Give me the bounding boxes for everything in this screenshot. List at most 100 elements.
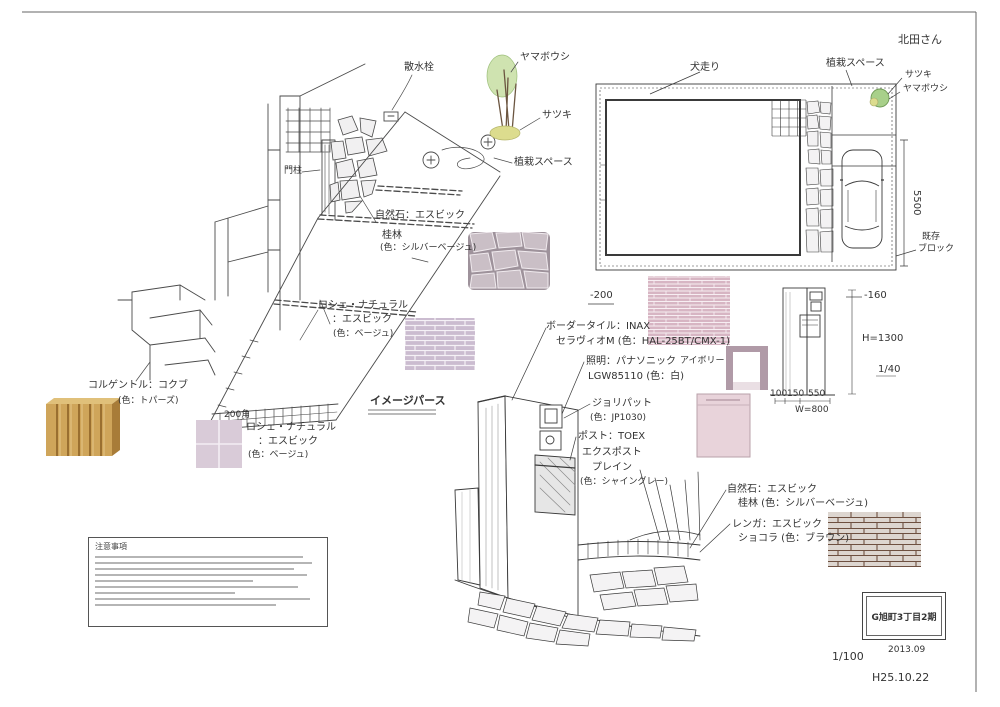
perspective-sketch bbox=[117, 54, 541, 431]
perspective-leaders bbox=[135, 61, 541, 429]
elevation-light bbox=[809, 291, 823, 301]
plaster-label-2: (色：JP1030) bbox=[590, 413, 647, 423]
plan-planting-space-label: 植栽スペース bbox=[826, 58, 885, 69]
border-tile-sample-image bbox=[648, 276, 730, 345]
existing-block-label-1: 既存 bbox=[922, 232, 941, 242]
natural-stone-label-3: (色：シルバーベージュ) bbox=[380, 243, 477, 253]
tree-label: ヤマボウシ bbox=[520, 52, 570, 63]
plan-shrub-label: サツキ bbox=[905, 70, 933, 80]
shrub-label: サツキ bbox=[542, 110, 572, 121]
level-left-label: -200 bbox=[590, 290, 613, 301]
low-wall-left bbox=[454, 487, 481, 586]
lighting-label-1: 照明：パナソニック bbox=[586, 356, 676, 367]
brick-label-1: レンガ：エスビック bbox=[732, 519, 822, 530]
note-line bbox=[95, 598, 310, 600]
site-plan bbox=[588, 69, 917, 305]
border-tile-label-3: アイボリー bbox=[680, 356, 725, 366]
walkway bbox=[205, 111, 501, 431]
drawing-scale: 1/100 bbox=[832, 650, 864, 663]
sheet-frame bbox=[22, 11, 977, 692]
block-label-2: (色：トパーズ) bbox=[118, 396, 179, 406]
post-label-3: プレイン bbox=[592, 462, 632, 473]
note-line bbox=[95, 586, 299, 588]
gate-perspective bbox=[454, 327, 731, 647]
planting-space-label: 植栽スペース bbox=[514, 157, 573, 168]
tree-sketch bbox=[486, 54, 521, 141]
note-line bbox=[95, 568, 294, 570]
gate-elevation bbox=[770, 287, 896, 404]
brick-label-2: ショコラ (色：ブラウン) bbox=[738, 533, 849, 544]
drawing-date: 2013.09 bbox=[888, 645, 926, 655]
note-line bbox=[95, 556, 303, 558]
house-outline bbox=[605, 99, 801, 256]
stone-paving bbox=[329, 115, 388, 214]
planting-area bbox=[422, 134, 496, 170]
notes-heading: 注意事項 bbox=[95, 542, 127, 551]
roche-label-1: ロシェ・ナチュラル bbox=[318, 300, 408, 311]
lighting-label-2: LGW85110 (色：白) bbox=[588, 371, 685, 382]
post-label-1: ポスト：TOEX bbox=[578, 431, 646, 442]
note-line bbox=[95, 562, 312, 564]
mailbox-sample-image bbox=[696, 393, 751, 458]
lot-boundary bbox=[595, 83, 897, 271]
elevation-scale-label: 1/40 bbox=[878, 364, 901, 375]
note-line bbox=[95, 580, 254, 582]
sprinkler-box bbox=[383, 111, 399, 122]
post-label-2: エクスポスト bbox=[582, 447, 642, 458]
elevation-mailbox bbox=[799, 314, 821, 338]
note-line bbox=[95, 574, 308, 576]
image-perspective-caption-rule bbox=[368, 409, 436, 415]
block-label-1: コルゲントル：コクブ bbox=[88, 380, 188, 391]
plaster-label-1: ジョリパット bbox=[592, 398, 652, 409]
post-label-4: (色：シャイングレー) bbox=[580, 477, 669, 487]
elevation-height-label: H=1300 bbox=[862, 333, 904, 344]
border-tile-label-1: ボーダータイル：INAX bbox=[546, 321, 651, 332]
note-line bbox=[95, 604, 276, 606]
tile-label-2: ロシェ・ナチュラル bbox=[246, 422, 336, 433]
plan-tree-label: ヤマボウシ bbox=[903, 84, 949, 94]
light-fixture-sample-image bbox=[726, 346, 768, 390]
sprinkler-label: 散水栓 bbox=[404, 62, 434, 73]
plan-tile-grid bbox=[771, 99, 807, 137]
elevation-nameplate bbox=[810, 301, 822, 312]
revision-date: H25.10.22 bbox=[872, 671, 930, 684]
client-name: 北田さん bbox=[898, 33, 942, 46]
roche-label-2: ：エスビック bbox=[332, 314, 392, 325]
notes-box: 注意事項 bbox=[88, 537, 328, 627]
level-right-label: -160 bbox=[864, 290, 887, 301]
tile-label-1: 200角 bbox=[224, 410, 251, 420]
corrugated-block-sample-image bbox=[46, 398, 120, 456]
plan-dimension-line bbox=[900, 139, 908, 267]
elevation-dim-1: 100 bbox=[770, 389, 788, 399]
natural-stone-label-2: 桂林 bbox=[382, 230, 402, 241]
gate-post-sketch bbox=[321, 139, 336, 221]
border-tile-label-2: セラヴィオM (色：HAL-25BT/CMX-1) bbox=[556, 336, 730, 347]
gate-leaders bbox=[511, 327, 731, 553]
note-line bbox=[95, 592, 236, 594]
shrub-sketch bbox=[629, 469, 701, 541]
roche-brick-sample-image bbox=[405, 318, 475, 370]
gate-stone-label-1: 自然石：エスビック bbox=[727, 484, 817, 495]
gate-post-label: 門柱 bbox=[284, 166, 303, 176]
natural-stone-label-1: 自然石：エスビック bbox=[375, 210, 465, 221]
stone-sample-image bbox=[468, 232, 550, 290]
elevation-dim-2: 150 bbox=[787, 389, 805, 399]
tile-200-sample-image bbox=[196, 420, 242, 468]
gate-stone-label-2: 桂林 (色：シルバーベージュ) bbox=[738, 498, 869, 509]
plan-path-label: 犬走り bbox=[690, 62, 720, 73]
project-name: G旭町3丁目2期 bbox=[871, 612, 937, 623]
building-wall bbox=[214, 63, 366, 331]
entrance-steps bbox=[117, 284, 216, 381]
image-perspective-title: イメージパース bbox=[370, 394, 446, 407]
title-block-inner: G旭町3丁目2期 bbox=[866, 596, 942, 636]
tile-label-3: ：エスビック bbox=[258, 436, 318, 447]
gate-nameplate bbox=[539, 430, 562, 451]
plan-stone-paving bbox=[805, 100, 834, 253]
existing-block-label-2: ブロック bbox=[918, 244, 955, 254]
roche-label-3: (色：ベージュ) bbox=[333, 329, 394, 339]
plan-depth-dimension: 5500 bbox=[911, 190, 922, 216]
tile-label-4: (色：ベージュ) bbox=[248, 450, 309, 460]
gate-ground bbox=[454, 565, 701, 647]
gate-light bbox=[539, 404, 563, 429]
